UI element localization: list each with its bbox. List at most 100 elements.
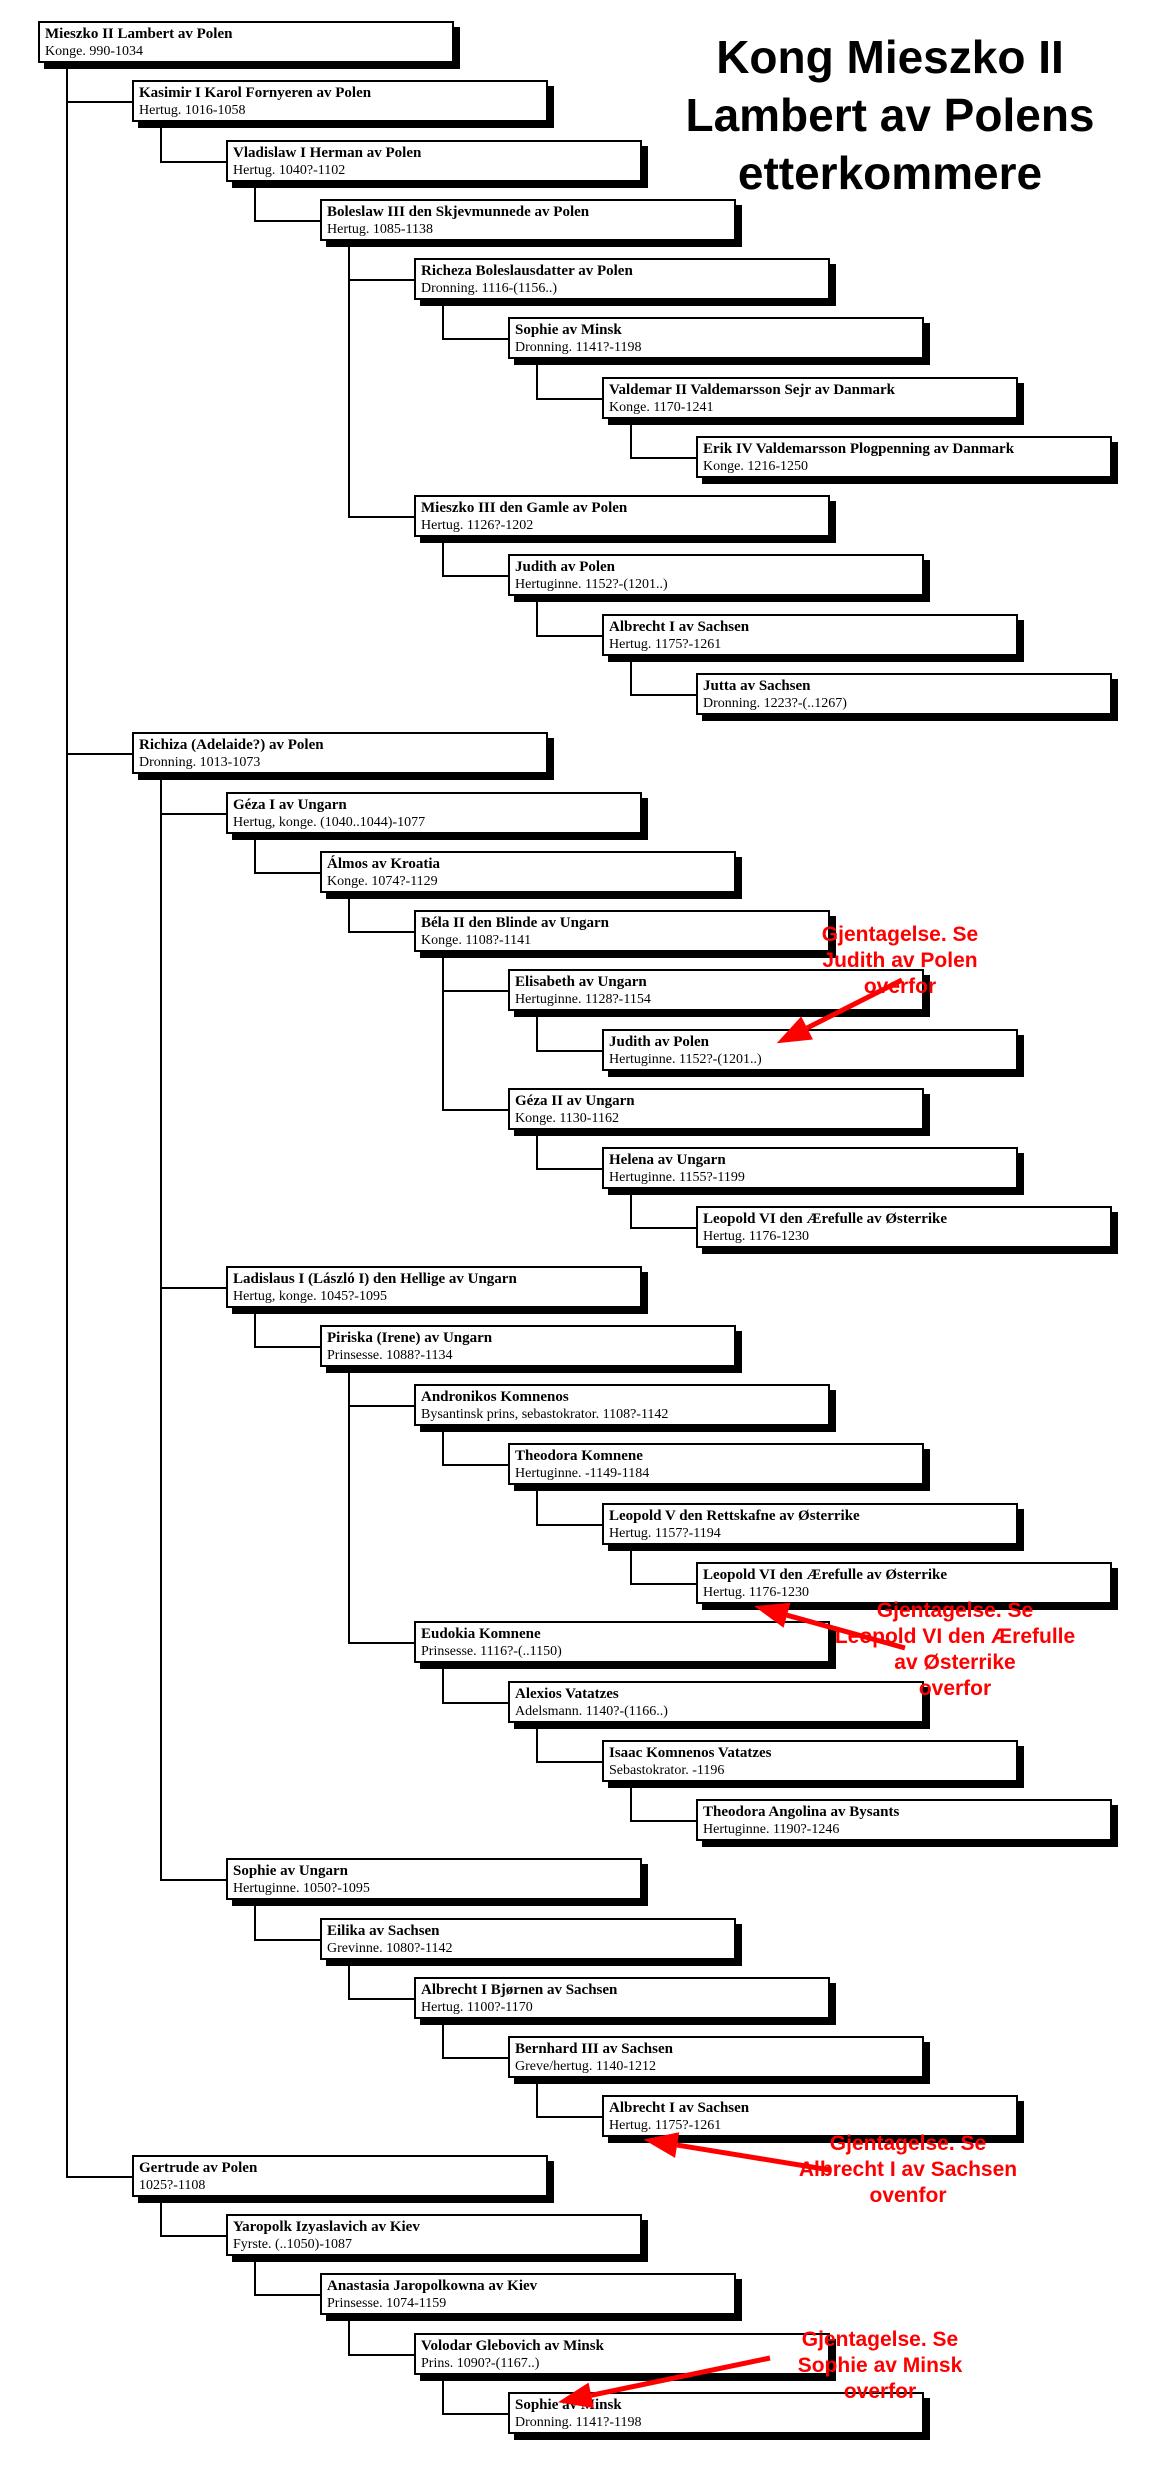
person-name: Mieszko III den Gamle av Polen	[421, 500, 628, 517]
connector-horizontal	[442, 338, 508, 341]
person-name: Kasimir I Karol Fornyeren av Polen	[139, 85, 372, 102]
person-name: Bernhard III av Sachsen	[515, 2041, 673, 2058]
person-info: Dronning. 1141?-1198	[515, 2414, 642, 2430]
person-name: Richeza Boleslausdatter av Polen	[421, 263, 633, 280]
connector-horizontal	[254, 2294, 320, 2297]
person-name: Theodora Komnene	[515, 1448, 643, 1465]
connector-vertical	[348, 1959, 350, 1998]
connector-horizontal	[442, 1701, 508, 1704]
person-name: Erik IV Valdemarsson Plogpenning av Danm…	[703, 440, 1015, 457]
person-info: Prinsesse. 1088?-1134	[327, 1347, 453, 1363]
connector-vertical	[348, 240, 350, 517]
connector-horizontal	[348, 931, 414, 934]
person-info: Konge. 990-1034	[45, 44, 143, 59]
connector-vertical	[536, 1011, 538, 1050]
arrow-shaft	[805, 977, 904, 1031]
connector-horizontal	[348, 2353, 414, 2356]
connector-horizontal	[442, 990, 508, 993]
person-name: Géza I av Ungarn	[233, 796, 347, 813]
connector-vertical	[442, 2374, 444, 2413]
connector-horizontal	[536, 1168, 602, 1171]
connector-horizontal	[254, 871, 320, 874]
connector-vertical	[536, 1722, 538, 1761]
person-info: Hertug. 1157?-1194	[609, 1525, 721, 1541]
person-info: Hertuginne. 1128?-1154	[515, 992, 651, 1008]
connector-horizontal	[442, 575, 508, 578]
person-name: Alexios Vatatzes	[515, 1685, 619, 1702]
person-name: Eilika av Sachsen	[327, 1922, 440, 1939]
person-name: Vladislaw I Herman av Polen	[233, 144, 422, 161]
person-box: Ladislaus I (László I) den Hellige av Un…	[226, 1265, 642, 1308]
connector-vertical	[348, 892, 350, 932]
connector-horizontal	[254, 219, 320, 222]
connector-horizontal	[160, 1286, 226, 1289]
connector-vertical	[536, 596, 538, 635]
connector-vertical	[160, 774, 162, 1880]
arrow-head	[557, 2382, 594, 2409]
connector-horizontal	[536, 634, 602, 637]
person-info: Hertug. 1085-1138	[327, 221, 434, 237]
connector-vertical	[442, 1663, 444, 1702]
connector-vertical	[254, 833, 256, 872]
person-info: Konge. 1216-1250	[703, 458, 808, 474]
connector-horizontal	[536, 397, 602, 400]
person-info: Hertug. 1100?-1170	[421, 1999, 533, 2015]
person-name: Helena av Ungarn	[609, 1152, 726, 1169]
person-info: Prinsesse. 1116?-(..1150)	[421, 1644, 562, 1660]
arrow-shaft	[590, 2355, 771, 2398]
connector-horizontal	[348, 516, 414, 519]
connector-vertical	[630, 655, 632, 694]
person-name: Leopold V den Rettskafne av Østerrike	[609, 1507, 860, 1524]
person-name: Judith av Polen	[515, 559, 616, 576]
connector-vertical	[536, 1485, 538, 1524]
person-name: Anastasia Jaropolkowna av Kiev	[327, 2278, 538, 2295]
person-name: Boleslaw III den Skjevmunnede av Polen	[327, 203, 590, 220]
connector-horizontal	[536, 1760, 602, 1763]
connector-horizontal	[66, 753, 132, 756]
connector-horizontal	[160, 2234, 226, 2237]
person-name: Sophie av Minsk	[515, 322, 622, 339]
connector-horizontal	[254, 1345, 320, 1348]
person-name: Mieszko II Lambert av Polen	[45, 26, 233, 42]
connector-vertical	[536, 1129, 538, 1169]
connector-horizontal	[630, 1227, 696, 1230]
connector-vertical	[442, 952, 444, 1109]
person-info: Dronning. 1141?-1198	[515, 340, 642, 356]
connector-horizontal	[630, 693, 696, 696]
person-info: Hertug. 1016-1058	[139, 103, 246, 119]
arrow-head	[754, 1602, 791, 1628]
person-name: Albrecht I av Sachsen	[609, 618, 750, 635]
person-name: Valdemar II Valdemarsson Sejr av Danmark	[609, 381, 896, 398]
person-info: Hertug. 1040?-1102	[233, 162, 346, 178]
person-info: Hertug. 1126?-1202	[421, 518, 534, 534]
connector-vertical	[442, 537, 444, 576]
person-name: Albrecht I Bjørnen av Sachsen	[421, 1981, 618, 1998]
person-name: Elisabeth av Ungarn	[515, 974, 647, 991]
connector-vertical	[536, 2078, 538, 2117]
person-name: Yaropolk Izyaslavich av Kiev	[233, 2218, 420, 2235]
person-box: Valdemar II Valdemarsson Sejr av Danmark…	[602, 376, 1018, 419]
person-info: Hertuginne. -1149-1184	[515, 1466, 650, 1482]
person-info: Hertug, konge. (1040..1044)-1077	[233, 814, 426, 830]
connector-vertical	[442, 1426, 444, 1465]
